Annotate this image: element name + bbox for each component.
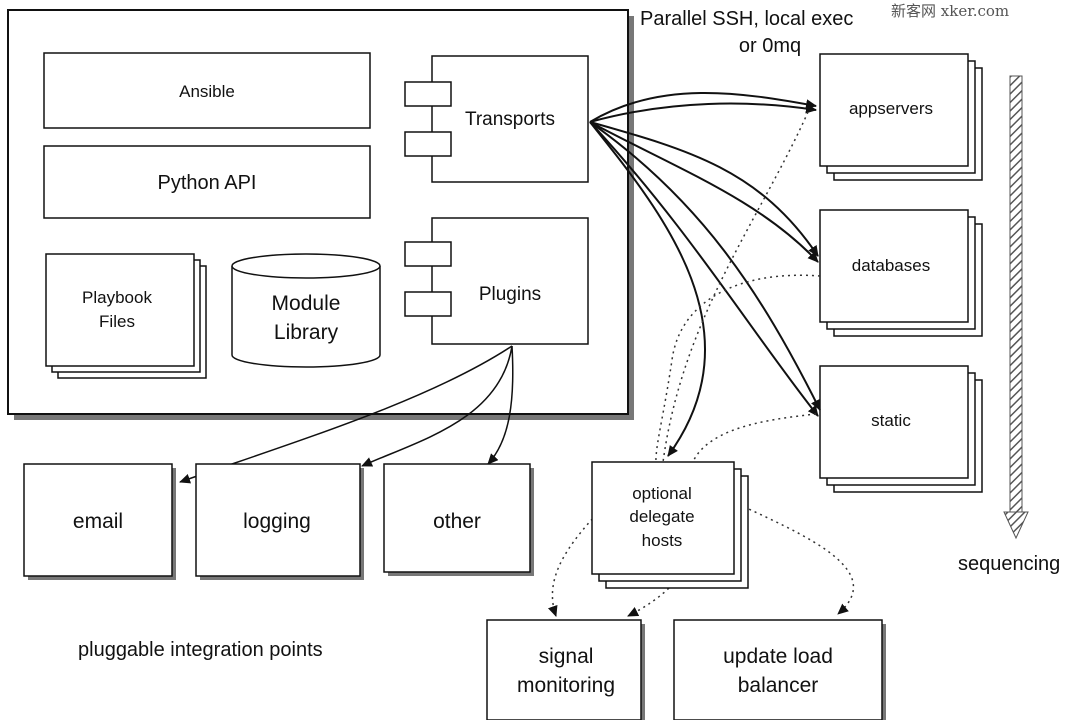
integration-caption: pluggable integration points bbox=[78, 639, 323, 661]
delegate-label-line1: optional bbox=[632, 484, 692, 503]
load-balancer-box: update load balancer bbox=[673, 619, 886, 720]
delegate-label-line3: hosts bbox=[642, 531, 683, 550]
signal-label-line1: signal bbox=[539, 645, 594, 668]
arrow-to-logging bbox=[361, 345, 513, 467]
appservers-label: appservers bbox=[849, 99, 933, 118]
sequencing-arrow bbox=[1003, 75, 1029, 540]
python-api-label: Python API bbox=[158, 172, 257, 194]
playbook-label-line1: Playbook bbox=[82, 288, 152, 307]
playbook-files-stack: Playbook Files bbox=[45, 253, 207, 379]
playbook-label-line2: Files bbox=[99, 312, 135, 331]
static-label: static bbox=[871, 411, 911, 430]
other-box: other bbox=[383, 463, 534, 576]
delegate-hosts-stack: optional delegate hosts bbox=[591, 461, 749, 589]
signal-monitoring-box: signal monitoring bbox=[486, 619, 645, 720]
transport-arrows bbox=[589, 92, 821, 457]
dotted-arrow-to-lb bbox=[689, 479, 855, 615]
logging-label: logging bbox=[243, 510, 311, 533]
ansible-label: Ansible bbox=[179, 82, 235, 101]
watermark-text: 新客网 xker.com bbox=[891, 2, 1009, 20]
logging-box: logging bbox=[195, 463, 364, 580]
plugins-component: Plugins bbox=[404, 217, 589, 345]
delegate-label-line2: delegate bbox=[629, 507, 694, 526]
lb-label-line2: balancer bbox=[738, 674, 819, 697]
arrow-to-appservers-2 bbox=[589, 102, 817, 123]
email-label: email bbox=[73, 510, 123, 533]
module-library-cylinder: Module Library bbox=[231, 253, 381, 368]
ansible-box: Ansible bbox=[43, 52, 371, 129]
sequencing-label: sequencing bbox=[958, 553, 1060, 575]
arrow-to-appservers-1 bbox=[589, 92, 817, 123]
static-host-stack: static bbox=[819, 365, 983, 493]
transport-caption-line1: Parallel SSH, local exec bbox=[640, 8, 853, 30]
email-box: email bbox=[23, 463, 176, 580]
appservers-host-stack: appservers bbox=[819, 53, 983, 181]
arrow-to-databases-2 bbox=[589, 121, 819, 263]
arrow-to-other bbox=[487, 345, 514, 465]
databases-host-stack: databases bbox=[819, 209, 983, 337]
transport-caption-line2: or 0mq bbox=[739, 35, 801, 57]
arrow-to-static-1 bbox=[589, 121, 821, 411]
module-label-line2: Library bbox=[274, 321, 339, 344]
other-label: other bbox=[433, 510, 481, 533]
plugins-label: Plugins bbox=[479, 284, 541, 305]
python-api-box: Python API bbox=[43, 145, 371, 219]
arrow-to-delegate bbox=[589, 121, 707, 457]
arrow-to-static-2 bbox=[589, 121, 819, 417]
transports-component: Transports bbox=[404, 55, 589, 183]
databases-label: databases bbox=[852, 256, 930, 275]
signal-label-line2: monitoring bbox=[517, 674, 615, 697]
transports-label: Transports bbox=[465, 109, 555, 130]
module-label-line1: Module bbox=[272, 292, 341, 315]
arrow-to-databases-1 bbox=[589, 121, 819, 257]
lb-label-line1: update load bbox=[723, 645, 833, 668]
